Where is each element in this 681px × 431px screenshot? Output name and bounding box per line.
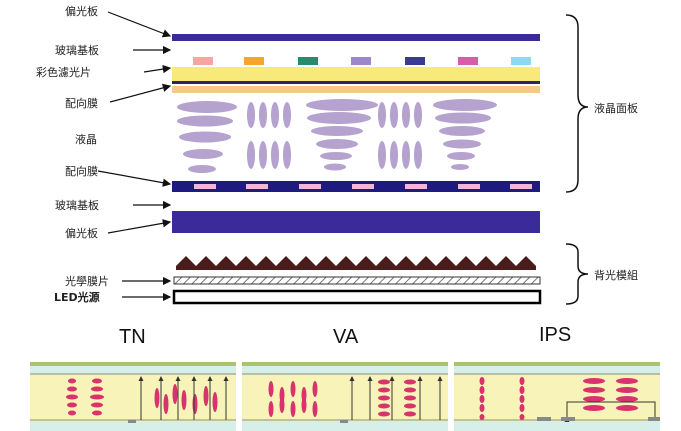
filter-swatch	[244, 57, 264, 65]
color-filter-swatches	[193, 57, 531, 65]
label-top-polarizer: 偏光板	[65, 5, 98, 18]
prism-sheet	[176, 256, 536, 270]
liquid-crystal-molecules	[177, 99, 497, 173]
color-filter-layer	[172, 67, 540, 82]
group-backlight: 背光模組	[594, 269, 638, 282]
filter-swatch	[511, 57, 531, 65]
title-ips: IPS	[539, 324, 572, 346]
filter-swatch	[458, 57, 478, 65]
backlight-brace	[565, 243, 589, 305]
va-mode-diagram	[242, 362, 448, 431]
label-led-source: LED光源	[54, 291, 100, 304]
label-bottom-alignment: 配向膜	[65, 165, 98, 178]
title-tn: TN	[119, 326, 146, 348]
top-polarizer-layer	[172, 34, 540, 41]
top-alignment-film	[172, 86, 540, 93]
filter-swatch	[351, 57, 371, 65]
filter-swatch	[193, 57, 213, 65]
label-bottom-polarizer: 偏光板	[65, 227, 98, 240]
label-arrows	[97, 11, 172, 302]
filter-dark-line	[172, 81, 540, 84]
electrode-pads	[194, 184, 532, 189]
tn-mode-diagram	[30, 362, 236, 431]
filter-swatch	[405, 57, 425, 65]
label-liquid-crystal: 液晶	[75, 133, 97, 146]
label-top-glass: 玻璃基板	[55, 44, 99, 57]
bottom-polarizer-layer	[172, 211, 540, 233]
ips-mode-diagram	[454, 362, 660, 431]
filter-swatch	[298, 57, 318, 65]
label-bottom-glass: 玻璃基板	[55, 199, 99, 212]
label-optical-film: 光學膜片	[65, 275, 109, 288]
led-light-source	[172, 289, 542, 305]
label-color-filter: 彩色濾光片	[36, 66, 91, 79]
group-lcd-panel: 液晶面板	[594, 102, 638, 115]
title-va: VA	[333, 326, 359, 348]
optical-film-layer	[173, 276, 541, 285]
label-top-alignment: 配向膜	[65, 97, 98, 110]
lcd-panel-brace	[565, 14, 589, 193]
